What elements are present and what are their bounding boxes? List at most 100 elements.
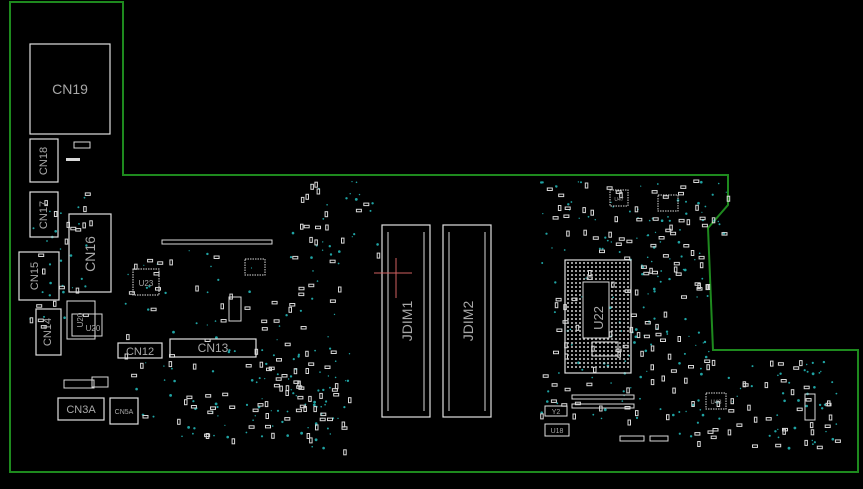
via-dot: [813, 441, 817, 444]
via-dot: [328, 245, 331, 248]
via-dot: [665, 330, 669, 333]
bga-ball: [627, 306, 629, 308]
via-dot: [604, 236, 607, 239]
via-dot: [777, 436, 780, 439]
cn12-label: CN12: [126, 346, 154, 358]
passive-pad: [271, 432, 275, 439]
passive-pad: [333, 393, 340, 397]
via-dot: [214, 402, 218, 406]
via-dot: [355, 181, 358, 184]
bga-ball: [587, 366, 589, 368]
via-dot: [300, 431, 303, 435]
bga-ball: [611, 270, 613, 272]
via-dot: [682, 268, 685, 271]
via-dot: [69, 254, 73, 257]
bga-ball: [615, 298, 617, 300]
component-u22[interactable]: U22: [564, 259, 632, 374]
cn5a-label: CN5A: [115, 409, 134, 416]
via-dot: [594, 219, 596, 221]
bga-ball: [603, 266, 605, 268]
bga-ball: [607, 266, 609, 268]
bga-ball: [627, 262, 629, 264]
component-cn13[interactable]: CN13: [169, 338, 257, 358]
component-cn17[interactable]: CN17: [29, 191, 59, 238]
bga-ball: [611, 282, 613, 284]
component-cn18[interactable]: CN18: [29, 138, 59, 183]
via-dot: [71, 287, 74, 289]
via-dot: [751, 365, 754, 368]
via-dot: [226, 435, 229, 439]
passive-pad: [184, 399, 188, 406]
passive-pad: [316, 188, 321, 195]
passive-pad: [770, 360, 774, 367]
bga-ball: [623, 270, 625, 272]
component-cn12[interactable]: CN12: [117, 342, 163, 359]
bga-ball: [619, 366, 621, 368]
component-cn16[interactable]: CN16: [68, 213, 112, 293]
passive-pad: [655, 332, 662, 337]
via-dot: [312, 403, 316, 407]
bga-ball: [571, 334, 573, 336]
component-u47[interactable]: U47: [609, 189, 629, 207]
bga-ball: [567, 266, 569, 268]
bga-ball: [619, 362, 621, 364]
via-dot: [217, 415, 219, 417]
bga-ball: [599, 362, 601, 364]
bga-ball: [567, 338, 569, 340]
via-dot: [598, 247, 601, 250]
passive-pad: [711, 359, 716, 366]
bga-ball: [615, 282, 617, 284]
component-cn19[interactable]: CN19: [29, 43, 111, 135]
bga-ball: [619, 310, 621, 312]
via-dot: [322, 446, 325, 450]
via-dot: [553, 311, 556, 314]
passive-pad: [37, 318, 44, 323]
via-dot: [329, 386, 331, 389]
component-jdim1[interactable]: JDIM1: [381, 224, 431, 418]
passive-pad: [688, 365, 694, 369]
passive-pad: [36, 304, 43, 308]
passive-pad: [683, 244, 690, 248]
bga-ball: [607, 274, 609, 276]
via-dot: [285, 314, 288, 317]
via-dot: [736, 395, 738, 397]
passive-pad: [126, 334, 130, 341]
component-u48[interactable]: U48: [705, 392, 727, 410]
via-dot: [679, 229, 681, 231]
bga-ball: [567, 302, 569, 304]
component-cn14[interactable]: CN14: [35, 308, 62, 356]
via-dot: [639, 375, 642, 379]
component-u23[interactable]: U23: [132, 268, 160, 296]
jdim1-label: JDIM1: [399, 301, 415, 342]
passive-pad: [265, 424, 271, 429]
via-dot: [821, 407, 824, 410]
passive-pad: [325, 224, 329, 231]
component-jdim2[interactable]: JDIM2: [442, 224, 492, 418]
passive-pad: [128, 291, 135, 295]
component-u18[interactable]: U18: [544, 423, 570, 437]
passive-pad: [710, 435, 717, 440]
via-dot: [628, 210, 631, 213]
component-u20[interactable]: U20 U20: [66, 300, 103, 340]
bga-ball: [583, 262, 585, 264]
component-cn5a[interactable]: CN5A: [109, 397, 139, 425]
component-cn3a[interactable]: CN3A: [57, 397, 105, 421]
passive-pad: [775, 443, 782, 448]
passive-pad: [298, 286, 305, 291]
component-cn15[interactable]: CN15: [18, 251, 60, 301]
component-y2[interactable]: Y2: [544, 405, 568, 417]
bga-ball: [571, 318, 573, 320]
via-dot: [49, 210, 51, 213]
passive-pad: [662, 195, 669, 199]
bga-ball: [607, 278, 609, 280]
bga-ball: [599, 366, 601, 368]
passive-pad: [640, 265, 647, 269]
via-dot: [43, 315, 45, 318]
passive-pad: [557, 205, 562, 211]
bga-ball: [615, 270, 617, 272]
via-dot: [694, 259, 696, 261]
via-dot: [659, 408, 662, 411]
via-dot: [312, 270, 314, 272]
bga-ball: [571, 330, 573, 332]
